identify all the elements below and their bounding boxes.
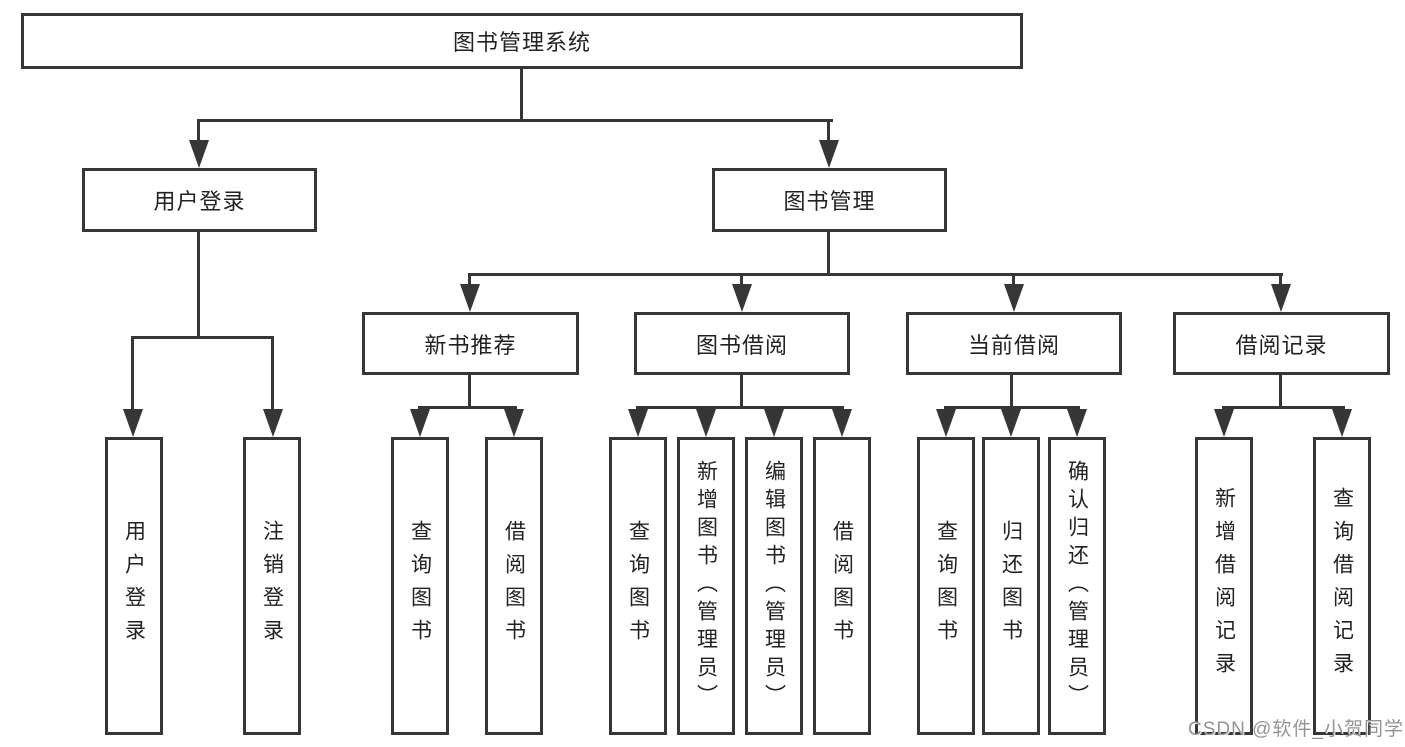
node-label: 确认归还（管理员） [1065, 460, 1089, 712]
leaf-user-login: 用户登录 [105, 437, 163, 735]
node-label: 查询图书 [408, 520, 432, 652]
node-book-management: 图书管理 [712, 168, 947, 232]
connector-root-rail [197, 119, 833, 122]
node-label: 查询图书 [626, 520, 650, 652]
leaf-query-books-borrowing: 查询图书 [609, 437, 667, 735]
node-label: 当前借阅 [967, 332, 1060, 358]
connector-book-borrow-rail [636, 406, 844, 409]
arrowhead-down-icon [123, 409, 143, 437]
leaf-query-borrow-record: 查询借阅记录 [1313, 437, 1371, 735]
leaf-return-books: 归还图书 [982, 437, 1040, 735]
node-label: 注销登录 [260, 520, 284, 652]
node-label: 图书借阅 [695, 332, 788, 358]
node-library-system: 图书管理系统 [21, 13, 1023, 69]
node-label: 借阅记录 [1235, 332, 1328, 358]
connector-stub [468, 273, 471, 287]
connector-borrow-records-rail [1222, 406, 1345, 409]
leaf-logout-login: 注销登录 [243, 437, 301, 735]
node-borrow-records: 借阅记录 [1173, 312, 1390, 375]
arrowhead-down-icon [819, 140, 839, 168]
arrowhead-down-icon [460, 284, 480, 312]
connector-stub [827, 119, 830, 143]
node-label: 编辑图书（管理员） [762, 460, 786, 712]
connector-user-login-drop [197, 232, 200, 339]
node-label: 新书推荐 [424, 332, 517, 358]
connector-stub [131, 336, 134, 411]
connector-stub [1279, 273, 1282, 287]
connector-stub [1012, 273, 1015, 287]
node-label: 归还图书 [999, 520, 1023, 652]
connector-current-borrow-rail [944, 406, 1080, 409]
arrowhead-down-icon [628, 409, 648, 437]
connector-borrow-records-drop [1279, 375, 1282, 409]
arrowhead-down-icon [696, 409, 716, 437]
arrowhead-down-icon [1004, 284, 1024, 312]
arrowhead-down-icon [189, 140, 209, 168]
connector-new-books-drop [468, 375, 471, 409]
arrowhead-down-icon [1001, 409, 1021, 437]
node-label: 用户登录 [122, 520, 146, 652]
connector-stub [197, 119, 200, 143]
arrowhead-down-icon [1271, 284, 1291, 312]
arrowhead-down-icon [1214, 409, 1234, 437]
arrowhead-down-icon [764, 409, 784, 437]
node-label: 借阅图书 [502, 520, 526, 652]
leaf-add-books-admin: 新增图书（管理员） [677, 437, 735, 735]
leaf-edit-books-admin: 编辑图书（管理员） [745, 437, 803, 735]
leaf-confirm-return-admin: 确认归还（管理员） [1048, 437, 1106, 735]
connector-user-login-rail [131, 336, 274, 339]
node-current-borrowing: 当前借阅 [906, 312, 1122, 375]
node-label: 图书管理 [783, 189, 876, 214]
connector-book-mgmt-drop [827, 232, 830, 276]
leaf-query-books-recommend: 查询图书 [391, 437, 449, 735]
connector-stub [740, 273, 743, 287]
leaf-add-borrow-record: 新增借阅记录 [1195, 437, 1253, 735]
watermark: CSDN @软件_小贺同学 [1188, 719, 1404, 740]
node-user-login: 用户登录 [82, 168, 317, 232]
arrowhead-down-icon [732, 284, 752, 312]
leaf-query-books-current: 查询图书 [917, 437, 975, 735]
node-label: 新增图书（管理员） [694, 460, 718, 712]
connector-book-mgmt-rail [468, 273, 1283, 276]
arrowhead-down-icon [263, 409, 283, 437]
node-label: 新增借阅记录 [1212, 487, 1236, 685]
node-label: 用户登录 [153, 189, 246, 214]
connector-book-borrow-drop [740, 375, 743, 409]
node-label: 查询图书 [934, 520, 958, 652]
arrowhead-down-icon [936, 409, 956, 437]
node-label: 查询借阅记录 [1330, 487, 1354, 685]
node-label: 借阅图书 [830, 520, 854, 652]
leaf-borrow-books-borrowing: 借阅图书 [813, 437, 871, 735]
arrowhead-down-icon [410, 409, 430, 437]
connector-root-drop [520, 68, 523, 122]
arrowhead-down-icon [1067, 409, 1087, 437]
leaf-borrow-books-recommend: 借阅图书 [485, 437, 543, 735]
arrowhead-down-icon [504, 409, 524, 437]
connector-stub [271, 336, 274, 411]
node-new-book-recommend: 新书推荐 [362, 312, 579, 375]
arrowhead-down-icon [1332, 409, 1352, 437]
node-label: 图书管理系统 [452, 30, 591, 55]
arrowhead-down-icon [832, 409, 852, 437]
node-book-borrowing: 图书借阅 [634, 312, 850, 375]
connector-current-borrow-drop [1010, 375, 1013, 409]
connector-new-books-rail [418, 406, 517, 409]
